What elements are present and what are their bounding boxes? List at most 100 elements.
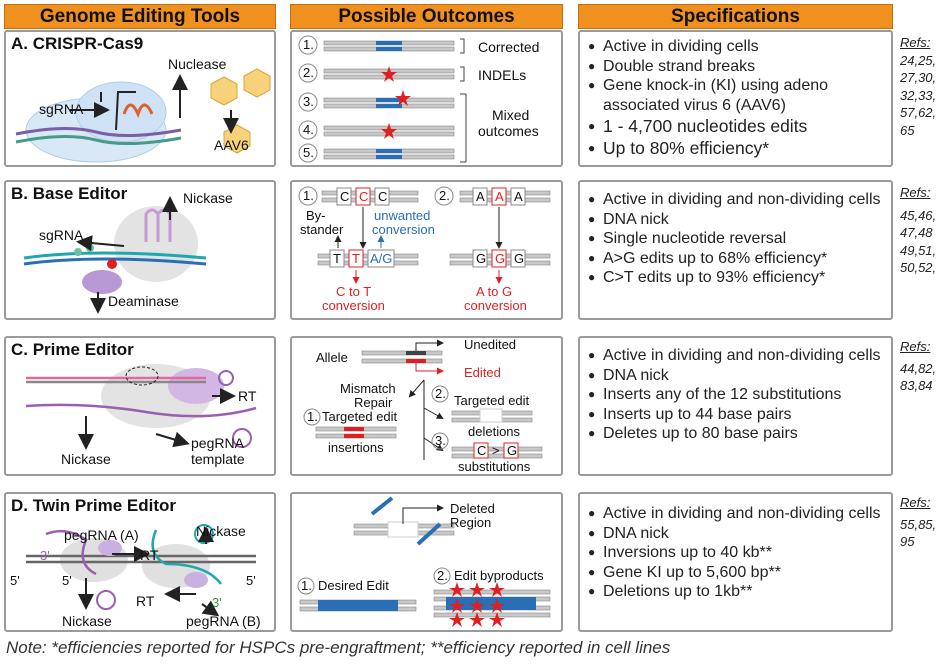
refs-line: 57,62,	[900, 105, 937, 120]
indels-label: INDELs	[478, 67, 527, 83]
refs-line: 47,48	[900, 225, 933, 240]
spec-item: Gene KI up to 5,600 bp**	[588, 563, 887, 583]
outcome-num-1: 1.	[303, 188, 314, 203]
a-to-g-label: A to G	[476, 284, 513, 299]
spec-item: A>G edits up to 68% efficiency*	[588, 249, 887, 269]
allele-label: Allele	[316, 350, 348, 365]
unwanted-label-2: conversion	[372, 222, 435, 237]
nickase-label: Nickase	[61, 451, 111, 467]
row-title-base-editor: B. Base Editor	[11, 184, 128, 203]
row-title-prime-editor: C. Prime Editor	[11, 340, 134, 359]
base-c2: C	[359, 189, 369, 204]
twin-prime-specs-list: Active in dividing and non-dividing cell…	[588, 504, 887, 602]
prime-editor-outcomes-panel: Allele Unedited Edited Mismatch Repair 1…	[290, 336, 563, 476]
a-to-g-label-2: conversion	[464, 298, 527, 313]
spec-item: 1 - 4,700 nucleotides edits	[588, 115, 887, 137]
deletions-title: Targeted edit	[454, 393, 530, 408]
spec-item: C>T edits up to 93% efficiency*	[588, 268, 887, 288]
base-g3: G	[514, 251, 525, 266]
row-title-crispr: A. CRISPR-Cas9	[11, 34, 144, 53]
refs-heading: Refs:	[900, 339, 931, 354]
outcome-num-4: 4.	[303, 122, 314, 137]
twin-prime-tool-panel: D. Twin Prime Editor pegRNA (A) Nickase …	[4, 492, 276, 632]
crispr-specs-list: Active in dividing cells Double strand b…	[588, 37, 887, 159]
prime-editor-specs-list: Active in dividing and non-dividing cell…	[588, 346, 887, 444]
prime-editor-tool-panel: C. Prime Editor RT pegRNA template Nicka…	[4, 336, 276, 476]
prime-editor-refs: Refs: 44,82, 83,84	[900, 338, 940, 395]
refs-line: 50,52,	[900, 260, 937, 275]
spec-item: Active in dividing and non-dividing cell…	[588, 190, 887, 210]
three-prime-label-2: 3'	[212, 595, 222, 610]
refs-line: 55,85,	[900, 516, 937, 532]
base-editor-tool-panel: B. Base Editor Nickase sgRNA Deaminase	[4, 180, 276, 320]
spec-item: Single nucleotide reversal	[588, 229, 887, 249]
crispr-outcomes-diagram	[298, 35, 467, 163]
pegrna-b-label: pegRNA (B)	[186, 613, 261, 629]
outcome-num-1: 1.	[303, 37, 314, 52]
corrected-label: Corrected	[478, 39, 540, 55]
bystander-label-2: stander	[300, 222, 344, 237]
spec-item: Deletes up to 80 base pairs	[588, 424, 887, 444]
prime-editor-outcomes-diagram	[303, 339, 543, 460]
nickase-label: Nickase	[183, 190, 233, 206]
refs-heading: Refs:	[900, 35, 931, 50]
spec-item: Double strand breaks	[588, 57, 887, 77]
spec-item: Deletions up to 1kb**	[588, 582, 887, 602]
deletions-label: deletions	[468, 424, 521, 439]
header-specifications: Specifications	[578, 4, 893, 29]
sgrna-label: sgRNA	[39, 101, 84, 117]
desired-edit-label: Desired Edit	[318, 578, 389, 593]
nuclease-label: Nuclease	[168, 56, 227, 72]
mismatch-label: Mismatch	[340, 381, 396, 396]
unwanted-label: unwanted	[374, 208, 431, 223]
deleted-label: Deleted	[450, 501, 495, 516]
insertions-label: insertions	[328, 440, 384, 455]
crispr-specs-panel: Active in dividing cells Double strand b…	[578, 30, 893, 167]
template-label: template	[191, 451, 245, 467]
unedited-label: Unedited	[464, 337, 517, 352]
base-ag: A/G	[370, 251, 393, 266]
aav6-label: AAV6	[214, 137, 249, 153]
pegrna-label: pegRNA	[191, 435, 244, 451]
crispr-refs: Refs: 24,25, 27,30, 32,33, 57,62, 65	[900, 34, 940, 139]
base-editor-illustration	[23, 196, 207, 314]
refs-line: 83,84	[900, 378, 933, 393]
outcome-num-2: 2.	[435, 386, 446, 401]
twin-prime-outcomes-panel: Deleted Region 1. Desired Edit 2. Edit b…	[290, 492, 563, 632]
three-prime-label-1: 3'	[40, 548, 50, 563]
refs-line: 65	[900, 122, 915, 138]
substitutions-label: substitutions	[458, 459, 531, 474]
twin-prime-refs: Refs: 55,85, 95	[900, 494, 940, 551]
crispr-tool-panel: A. CRISPR-Cas9 sgRNA Nuclease AAV6	[4, 30, 276, 167]
c-to-t-label: C to T	[336, 284, 372, 299]
spec-item: DNA nick	[588, 366, 887, 386]
sub-c: C	[477, 443, 487, 458]
nickase-bottom-label: Nickase	[62, 613, 112, 629]
spec-item: Active in dividing and non-dividing cell…	[588, 346, 887, 366]
insertions-title: Targeted edit	[322, 409, 398, 424]
base-g1: G	[476, 251, 487, 266]
edited-label: Edited	[464, 365, 501, 380]
pegrna-a-label: pegRNA (A)	[64, 527, 139, 543]
mixed-label: Mixed	[492, 107, 530, 123]
refs-heading: Refs:	[900, 185, 931, 200]
c-to-t-label-2: conversion	[322, 298, 385, 313]
twin-prime-illustration	[26, 524, 256, 617]
header-outcomes: Possible Outcomes	[290, 4, 563, 29]
bystander-label: By-	[306, 208, 326, 223]
row-title-twin-prime-editor: D. Twin Prime Editor	[11, 496, 176, 515]
deaminase-label: Deaminase	[108, 293, 179, 309]
five-prime-label-b: 5'	[62, 573, 72, 588]
spec-item: DNA nick	[588, 210, 887, 230]
twin-prime-outcomes-diagram	[297, 496, 551, 627]
refs-line: 24,25,	[900, 52, 937, 68]
base-editor-outcomes-diagram	[298, 186, 551, 284]
spec-item: Active in dividing cells	[588, 37, 887, 57]
outcome-num-2: 2.	[439, 188, 450, 203]
prime-editor-specs-panel: Active in dividing and non-dividing cell…	[578, 336, 893, 476]
base-editor-outcomes-panel: 1. 2. C C C T T A/G By- stander unwanted…	[290, 180, 563, 320]
refs-line: 44,82,	[900, 360, 937, 376]
rt-label: RT	[238, 388, 257, 404]
region-label: Region	[450, 515, 492, 530]
refs-line: 32,33,	[900, 87, 937, 103]
